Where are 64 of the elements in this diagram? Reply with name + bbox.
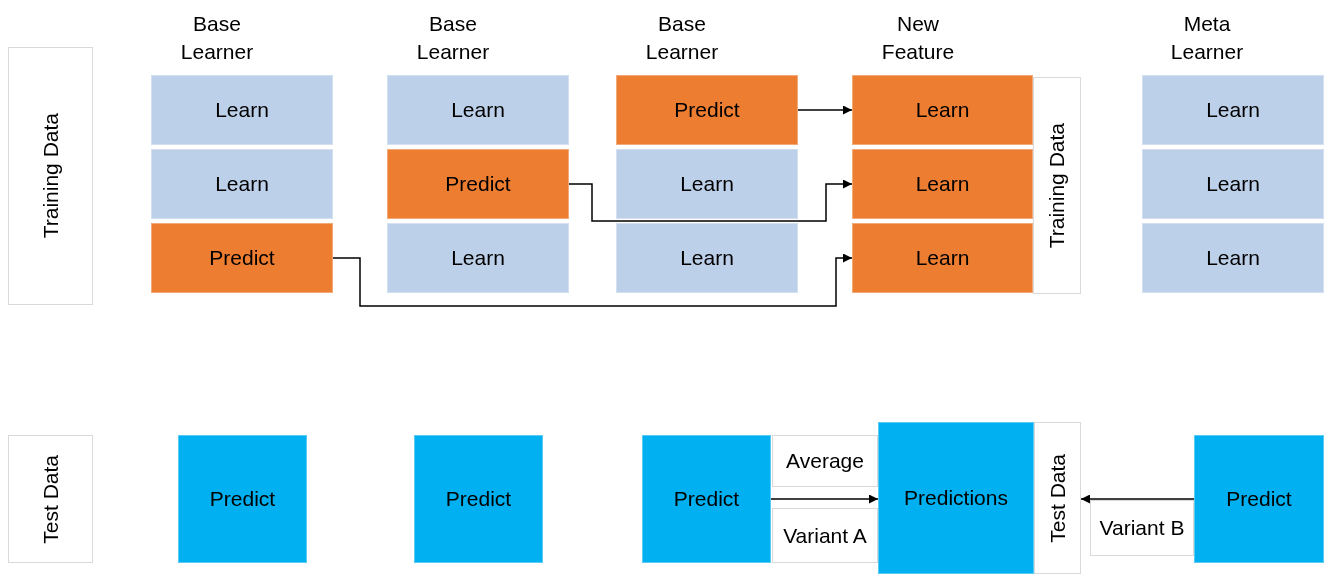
box-text: Learn <box>215 97 269 124</box>
side-label-box <box>1034 422 1081 574</box>
box-text: Learn <box>215 171 269 198</box>
box-text: Predict <box>445 171 511 198</box>
side-label-box <box>8 47 93 305</box>
side-label-box <box>8 435 93 563</box>
box-text: Learn <box>1206 245 1260 272</box>
box-text: Predict <box>209 486 276 513</box>
box-text: Learn <box>915 245 970 272</box>
column-heading: New Feature <box>880 11 956 65</box>
box-text: Predict <box>1226 486 1292 513</box>
box-text: Learn <box>1206 171 1260 198</box>
process-box <box>178 435 307 563</box>
process-box <box>1142 75 1324 145</box>
box-text: Predict <box>673 486 740 513</box>
label-box <box>772 435 878 487</box>
column-heading: Base Learner <box>644 11 720 65</box>
box-text: Learn <box>915 171 970 198</box>
process-box <box>387 149 569 219</box>
process-box <box>151 223 333 293</box>
box-text: Average <box>786 448 864 475</box>
box-text: Learn <box>680 245 734 272</box>
box-text: Learn <box>451 245 505 272</box>
label-box <box>772 508 878 563</box>
process-box <box>878 422 1034 574</box>
box-text: Learn <box>1206 97 1260 124</box>
process-box <box>1142 149 1324 219</box>
process-box <box>151 149 333 219</box>
column-heading: Base Learner <box>415 11 491 65</box>
process-box <box>387 223 569 293</box>
arrow <box>770 494 879 504</box>
box-text: Learn <box>680 171 734 198</box>
box-text: Predict <box>445 486 512 513</box>
side-label-box <box>1033 77 1081 294</box>
process-box <box>151 75 333 145</box>
box-text: Variant B <box>1099 515 1185 542</box>
box-text: Training Data <box>1044 122 1070 249</box>
box-text: Learn <box>915 97 970 124</box>
arrow <box>797 105 853 115</box>
box-text: Predict <box>674 97 740 124</box>
process-box <box>387 75 569 145</box>
process-box <box>1194 435 1324 563</box>
process-box <box>852 223 1033 293</box>
column-heading: Meta Learner <box>1169 11 1245 65</box>
arrow <box>332 253 853 307</box>
process-box <box>1142 223 1324 293</box>
box-text: Predictions <box>904 485 1008 512</box>
process-box <box>616 149 798 219</box>
box-text: Learn <box>451 97 505 124</box>
box-text: Training Data <box>37 113 63 239</box>
box-text: Variant A <box>783 522 867 549</box>
box-text: Predict <box>209 245 275 272</box>
column-heading: Base Learner <box>179 11 255 65</box>
label-box <box>1090 500 1194 556</box>
box-text: Test Data <box>37 454 63 544</box>
process-box <box>852 149 1033 219</box>
process-box <box>642 435 771 563</box>
process-box <box>616 75 798 145</box>
box-text: Test Data <box>1044 453 1070 543</box>
arrow <box>1080 494 1195 504</box>
process-box <box>852 75 1033 145</box>
arrow <box>568 179 853 222</box>
process-box <box>414 435 543 563</box>
process-box <box>616 223 798 293</box>
